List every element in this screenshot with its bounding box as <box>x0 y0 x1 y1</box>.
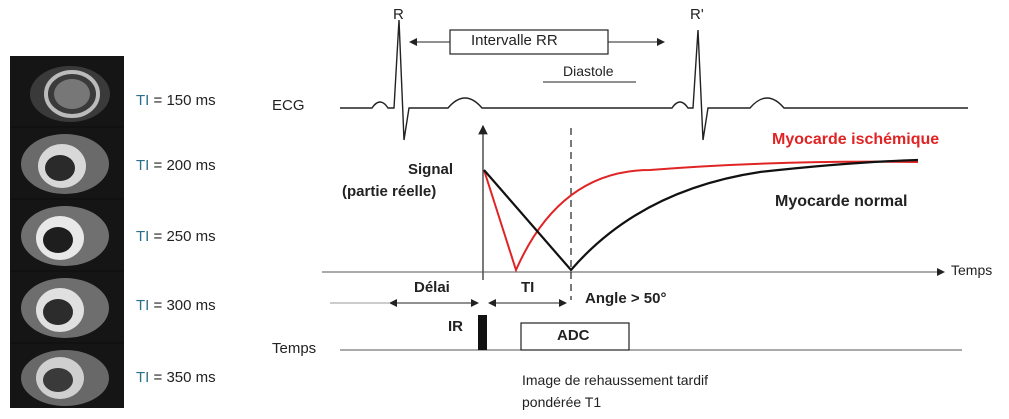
signal-label-line2: (partie réelle) <box>342 183 437 200</box>
peak-r-prime-label: R' <box>690 6 704 23</box>
ir-label: IR <box>448 318 463 335</box>
ecg-label: ECG <box>272 97 305 114</box>
ti-label-200: TI = 200 ms <box>136 157 216 174</box>
normal-curve <box>483 158 919 272</box>
signal-label-line1: Signal <box>408 161 454 178</box>
adc-box <box>520 322 630 351</box>
ti-label-350: TI = 350 ms <box>136 369 216 386</box>
caption-line2: pondérée T1 <box>522 394 602 410</box>
ti-label-250: TI = 250 ms <box>136 228 216 245</box>
diastole-label: Diastole <box>563 63 614 79</box>
ti-label: TI <box>521 279 535 296</box>
time-axis-label: Temps <box>951 262 993 278</box>
ti-label-300: TI = 300 ms <box>136 297 216 314</box>
rr-interval-box <box>449 29 609 55</box>
peak-r-label: R <box>393 6 404 23</box>
mri-slice-2 <box>10 128 124 198</box>
sequence-time-label: Temps <box>272 340 317 357</box>
mri-slice-1-image <box>10 56 124 126</box>
ischemic-label: Myocarde ischémique <box>772 131 940 148</box>
mri-slice-4 <box>10 272 124 342</box>
rr-interval-label: Intervalle RR <box>471 32 558 49</box>
angle-label: Angle > 50° <box>585 290 667 307</box>
delay-label: Délai <box>414 279 450 296</box>
mri-image-strip <box>10 56 124 408</box>
mri-slice-3 <box>10 200 124 270</box>
ir-pulse <box>478 315 487 350</box>
adc-label: ADC <box>557 327 590 344</box>
ti-label-150: TI = 150 ms <box>136 92 216 109</box>
mri-slice-2-image <box>10 128 124 198</box>
mri-slice-5-image <box>10 344 124 408</box>
mri-slice-4-image <box>10 272 124 342</box>
mri-slice-3-image <box>10 200 124 270</box>
ecg-trace <box>340 19 968 141</box>
ischemic-curve <box>483 160 919 273</box>
normal-label: Myocarde normal <box>775 193 908 210</box>
caption-line1: Image de rehaussement tardif <box>522 372 708 388</box>
mri-slice-1 <box>10 56 124 126</box>
mri-slice-5 <box>10 344 124 414</box>
